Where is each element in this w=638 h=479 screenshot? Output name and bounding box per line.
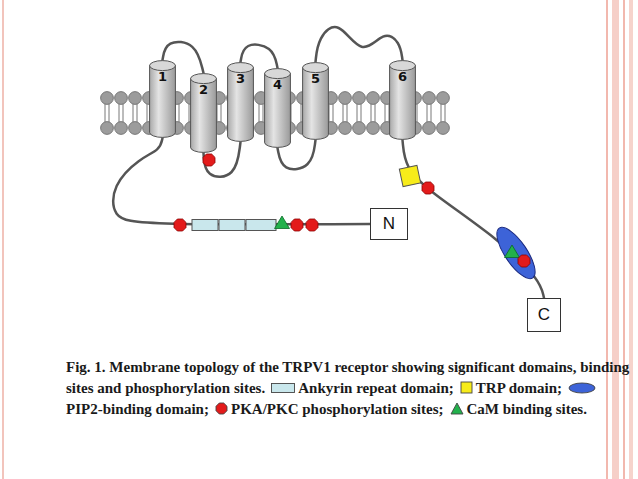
legend-swatch	[450, 402, 464, 415]
terminus-label: N	[383, 214, 395, 234]
trp-domain	[399, 165, 420, 186]
legend-item: TRP domain;	[460, 380, 562, 396]
slide-border	[623, 0, 625, 479]
phosphorylation-site	[291, 219, 303, 231]
legend-swatch	[215, 402, 228, 415]
ankyrin-repeat	[219, 220, 245, 231]
legend-swatch	[568, 382, 596, 394]
helix-cylinder: 4	[264, 68, 291, 148]
legend-item: Ankyrin repeat domain;	[271, 380, 454, 396]
helix-number: 6	[389, 69, 416, 84]
helix-number: 5	[302, 71, 329, 86]
legend-swatch	[460, 381, 473, 394]
phosphorylation-site	[422, 182, 434, 194]
legend-text: TRP domain;	[476, 380, 562, 396]
legend-item: CaM binding sites.	[450, 401, 587, 417]
terminus-label: C	[538, 305, 550, 325]
slide-border	[2, 0, 4, 479]
terminus-box: C	[527, 298, 561, 332]
phosphorylation-site	[174, 219, 186, 231]
helix-cylinder: 2	[190, 73, 217, 153]
ankyrin-repeat	[192, 220, 218, 231]
helix-cylinder: 6	[389, 60, 416, 140]
legend-text: PKA/PKC phosphorylation sites;	[231, 401, 444, 417]
slide-border	[629, 0, 633, 479]
helix-number: 2	[190, 82, 217, 97]
helix-cylinder: 1	[149, 60, 176, 138]
phosphorylation-site	[518, 255, 530, 267]
legend-item: PKA/PKC phosphorylation sites;	[215, 401, 444, 417]
cam-binding-site	[505, 245, 520, 258]
terminus-box: N	[370, 208, 408, 240]
ankyrin-repeat	[246, 220, 276, 231]
slide-border	[606, 0, 608, 479]
figure-caption: Fig. 1. Membrane topology of the TRPV1 r…	[66, 357, 634, 420]
slide-border	[612, 0, 619, 479]
legend-text: CaM binding sites.	[467, 401, 587, 417]
helix-number: 4	[264, 77, 291, 92]
helix-number: 3	[227, 71, 254, 86]
legend-swatch	[271, 382, 295, 394]
polypeptide-chain	[113, 138, 370, 224]
legend-text: Ankyrin repeat domain;	[298, 380, 454, 396]
legend-text: PIP2-binding domain;	[66, 401, 209, 417]
helix-number: 1	[149, 69, 176, 84]
phosphorylation-site	[203, 154, 215, 166]
helix-cylinder: 3	[227, 62, 254, 142]
cam-binding-site	[275, 216, 290, 229]
polypeptide-chain	[403, 140, 545, 298]
phosphorylation-site	[306, 219, 318, 231]
polypeptide-chain	[316, 27, 403, 62]
pip2-binding-domain	[490, 222, 542, 284]
helix-cylinder: 5	[302, 62, 329, 140]
